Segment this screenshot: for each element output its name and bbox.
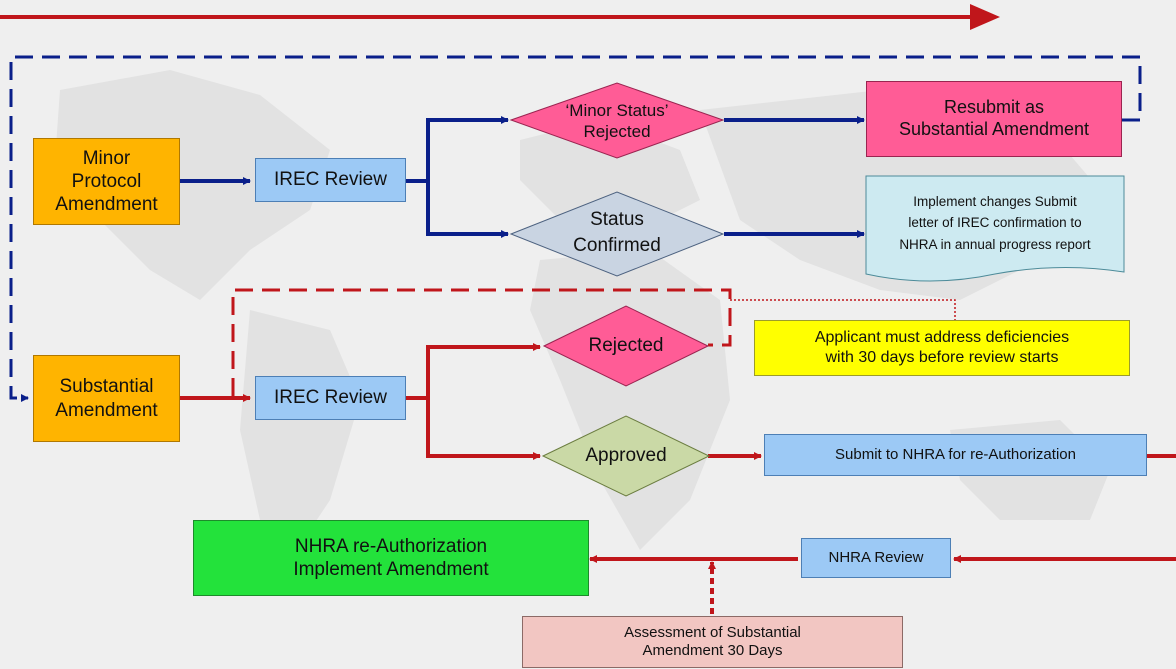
resubmit-substantial-box: Resubmit as Substantial Amendment bbox=[866, 81, 1122, 157]
rejected-text: Rejected bbox=[560, 330, 692, 362]
irec-review-box-2: IREC Review bbox=[255, 376, 406, 420]
irec-review-label-1: IREC Review bbox=[274, 169, 387, 191]
top-timeline-arrow bbox=[0, 4, 1000, 30]
resubmit-line1: Resubmit as bbox=[943, 97, 1045, 118]
status-confirmed-line2: Confirmed bbox=[573, 235, 661, 256]
submit-nhra-label: Submit to NHRA for re-Authorization bbox=[835, 445, 1076, 463]
irec-review-label-2: IREC Review bbox=[274, 387, 387, 409]
implement-line2: letter of IREC confirmation to bbox=[908, 215, 1082, 231]
rejected-diamond bbox=[542, 305, 710, 387]
deficiency-note-box: Applicant must address deficiencies with… bbox=[754, 320, 1130, 376]
approved-diamond bbox=[541, 415, 711, 497]
status-confirmed-diamond bbox=[509, 191, 725, 277]
rejected-label: Rejected bbox=[588, 335, 664, 357]
minor-rejected-diamond bbox=[509, 82, 725, 159]
assessment-line1: Assessment of Substantial bbox=[624, 623, 801, 641]
resubmit-line2: Substantial Amendment bbox=[898, 119, 1090, 139]
deficiency-note-line1: Applicant must address deficiencies bbox=[814, 329, 1070, 347]
status-confirmed-text: Status Confirmed bbox=[540, 204, 694, 262]
implement-line3: NHRA in annual progress report bbox=[899, 236, 1091, 252]
implement-line1: Implement changes Submit bbox=[913, 193, 1077, 209]
nhra-review-label: NHRA Review bbox=[828, 548, 924, 566]
substantial-line1: Substantial bbox=[59, 376, 154, 398]
submit-nhra-box: Submit to NHRA for re-Authorization bbox=[764, 434, 1147, 476]
nhra-review-box: NHRA Review bbox=[801, 538, 951, 578]
resubmit-loop-dashed bbox=[9, 55, 1142, 402]
substantial-line2: Amendment bbox=[55, 399, 158, 421]
reauth-line1: NHRA re-Authorization bbox=[294, 535, 488, 557]
minor-rejected-line1: ‘Minor Status’ bbox=[565, 100, 669, 120]
minor-protocol-amendment-box: Minor Protocol Amendment bbox=[33, 138, 180, 225]
irec-review-box-1: IREC Review bbox=[255, 158, 406, 202]
deficiency-note-line2: with 30 days before review starts bbox=[825, 349, 1059, 366]
approved-label: Approved bbox=[585, 445, 667, 467]
approved-text: Approved bbox=[560, 440, 692, 472]
status-confirmed-line1: Status bbox=[590, 209, 644, 231]
minor-rejected-text: ‘Minor Status’ Rejected bbox=[530, 99, 704, 143]
implement-document-text: Implement changes Submit letter of IREC … bbox=[868, 186, 1122, 260]
nhra-reauthorization-box: NHRA re-Authorization Implement Amendmen… bbox=[193, 520, 589, 596]
implement-document-shape bbox=[865, 175, 1125, 282]
assessment-box: Assessment of Substantial Amendment 30 D… bbox=[522, 616, 903, 668]
substantial-amendment-box: Substantial Amendment bbox=[33, 355, 180, 442]
assessment-line2: Amendment 30 Days bbox=[642, 642, 783, 659]
red-dashed-frame bbox=[231, 288, 732, 396]
minor-protocol-amendment-label: Minor Protocol Amendment bbox=[55, 147, 158, 216]
reauth-line2: Implement Amendment bbox=[293, 559, 489, 580]
minor-rejected-line2: Rejected bbox=[583, 122, 651, 141]
